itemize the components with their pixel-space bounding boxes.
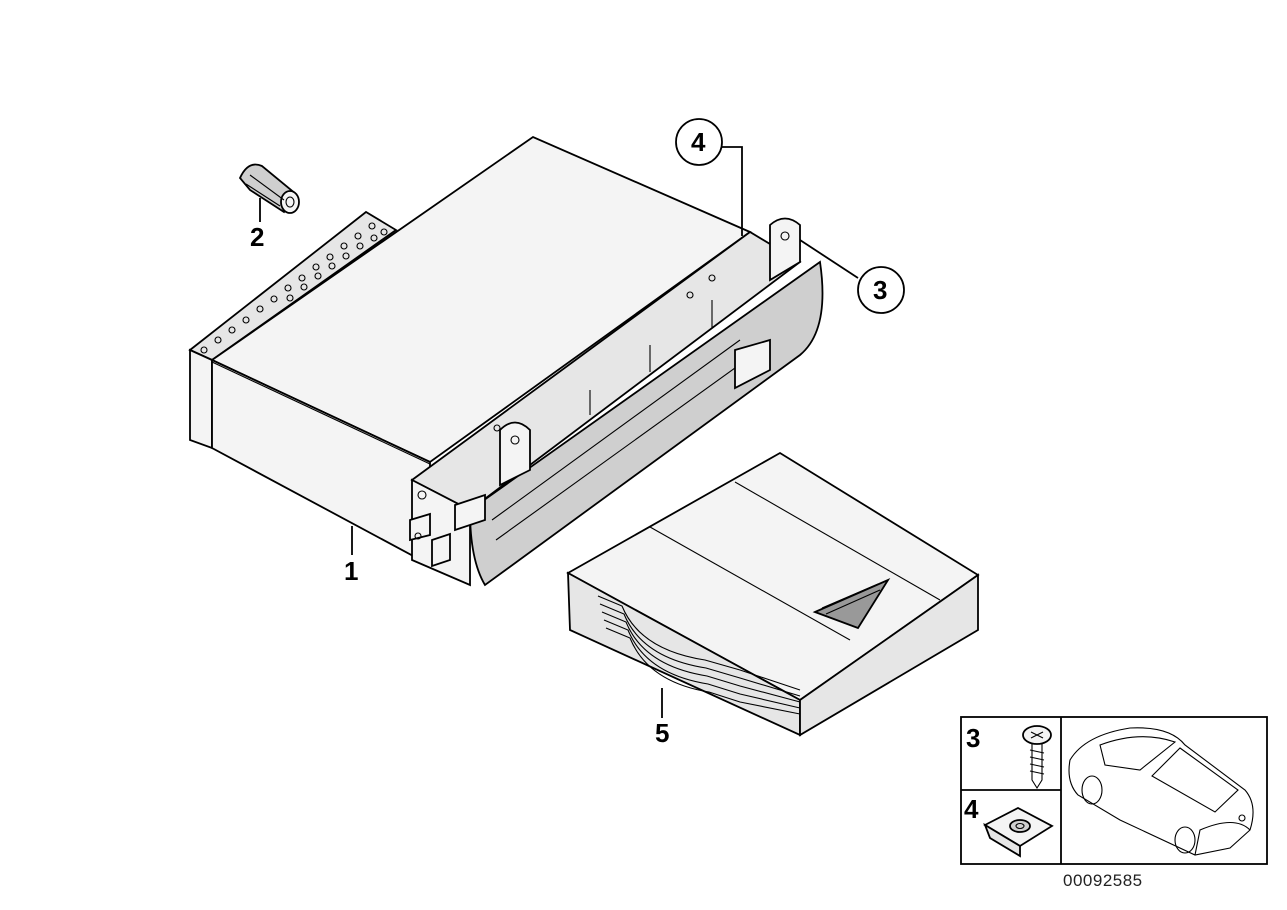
callout-1[interactable]: 1: [344, 556, 358, 586]
leader-lines: [259, 146, 859, 718]
legend-item-3[interactable]: 3: [966, 723, 1052, 790]
callout-2[interactable]: 2: [250, 222, 264, 252]
callout-5[interactable]: 5: [655, 718, 669, 748]
screw-icon: [1022, 725, 1052, 790]
callout-5-label: 5: [655, 718, 669, 748]
cd-changer-unit[interactable]: [188, 135, 824, 587]
car-silhouette-icon: [1068, 727, 1254, 856]
diagram-reference-number: 00092585: [1063, 871, 1143, 890]
callout-3-circle: [857, 266, 905, 314]
cd-magazine[interactable]: [566, 451, 980, 737]
callout-2-label: 2: [250, 222, 264, 252]
bracket-holes: [200, 222, 388, 354]
connector-plug[interactable]: [238, 163, 300, 214]
callout-3-label: 3: [873, 275, 887, 305]
callout-1-label: 1: [344, 556, 358, 586]
legend-item-4[interactable]: 4: [964, 794, 1054, 858]
disc-trays: [597, 595, 801, 715]
callout-4[interactable]: 4: [675, 118, 723, 166]
legend-box: 3 4: [960, 716, 1268, 865]
callout-4-label: 4: [691, 127, 706, 157]
callout-4-circle: [675, 118, 723, 166]
clip-nut-icon: [983, 806, 1054, 858]
callout-3[interactable]: 3: [857, 266, 905, 314]
legend-item-3-label: 3: [966, 723, 980, 753]
legend-item-4-label: 4: [964, 794, 979, 824]
